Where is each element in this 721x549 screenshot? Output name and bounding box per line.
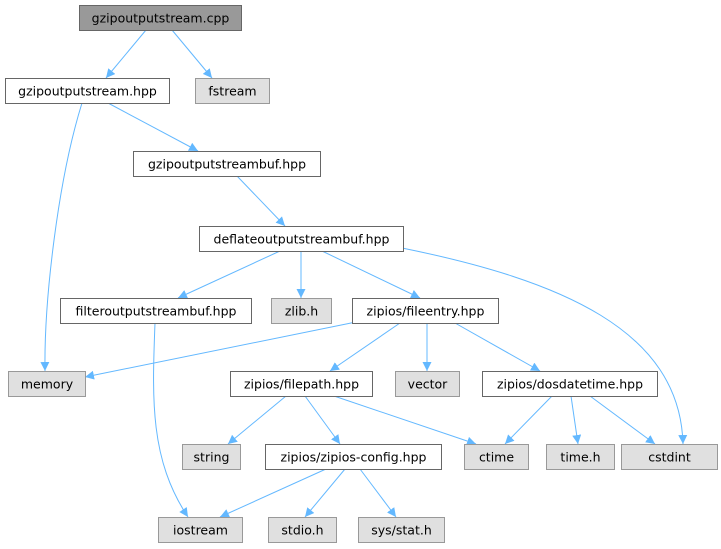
edge-gzipoutputstreambuf-hpp-to-deflateoutputstreambuf-hpp [236,175,286,227]
node-zlib-h: zlib.h [271,298,332,324]
edges-layer [40,29,688,518]
node-label: memory [21,377,74,392]
node-label: sys/stat.h [371,523,432,538]
node-cstdint: cstdint [621,444,718,470]
node-box [158,517,243,543]
edge-zipios-config-hpp-to-iostream [219,468,327,518]
node-vector: vector [395,371,460,397]
node-label: filteroutputstreambuf.hpp [76,304,237,319]
edge-filepath-hpp-to-zipios-config-hpp [304,395,341,445]
edge-deflateoutputstreambuf-hpp-to-fileentry-hpp [321,250,421,299]
node-box [621,444,718,470]
edge-filepath-hpp-to-ctime [333,395,477,446]
edge-deflateoutputstreambuf-hpp-to-cstdint [401,247,688,445]
node-ctime: ctime [464,444,529,470]
edge-gzipoutputstream-cpp-to-fstream [171,29,213,79]
node-box [482,371,658,397]
node-box [5,78,170,104]
node-memory: memory [8,371,86,397]
node-label: time.h [560,450,600,465]
node-label: vector [408,377,449,392]
node-box [358,517,445,543]
node-fileentry-hpp[interactable]: zipios/fileentry.hpp [352,298,499,324]
node-gzipoutputstream-hpp[interactable]: gzipoutputstream.hpp [5,78,170,104]
node-box [60,298,252,324]
node-label: iostream [173,523,228,538]
node-string: string [182,444,241,470]
node-stdio-h: stdio.h [268,517,337,543]
node-box [195,78,270,104]
edge-fileentry-hpp-to-memory [84,321,357,380]
edge-zipios-config-hpp-to-sys-stat-h [359,468,397,518]
node-iostream: iostream [158,517,243,543]
node-box [271,298,332,324]
node-box [546,444,615,470]
edge-filepath-hpp-to-string [227,395,287,445]
node-box [230,371,373,397]
node-box [182,444,241,470]
node-filepath-hpp[interactable]: zipios/filepath.hpp [230,371,373,397]
node-gzipoutputstreambuf-hpp[interactable]: gzipoutputstreambuf.hpp [133,151,321,177]
node-label: gzipoutputstreambuf.hpp [148,157,306,172]
edge-fileentry-hpp-to-filepath-hpp [329,322,401,372]
node-fstream: fstream [195,78,270,104]
edge-dosdatetime-hpp-to-ctime [504,395,553,445]
edge-fileentry-hpp-to-dosdatetime-hpp [454,322,541,372]
node-label: fstream [208,84,256,99]
edge-gzipoutputstream-hpp-to-gzipoutputstreambuf-hpp [107,102,199,152]
node-label: zipios/zipios-config.hpp [281,450,427,465]
edge-zipios-config-hpp-to-stdio-h [304,468,346,518]
node-deflateoutputstreambuf-hpp[interactable]: deflateoutputstreambuf.hpp [199,226,404,252]
node-box [8,371,86,397]
node-sys-stat-h: sys/stat.h [358,517,445,543]
node-label: cstdint [648,450,691,465]
node-filteroutputstreambuf-hpp[interactable]: filteroutputstreambuf.hpp [60,298,252,324]
node-gzipoutputstream-cpp[interactable]: gzipoutputstream.cpp [79,5,242,31]
node-label: zlib.h [285,304,318,319]
edge-filteroutputstreambuf-hpp-to-iostream [153,322,189,518]
node-label: zipios/fileentry.hpp [367,304,485,319]
node-label: zipios/filepath.hpp [244,377,359,392]
node-label: gzipoutputstream.cpp [92,11,230,26]
node-label: deflateoutputstreambuf.hpp [214,232,390,247]
node-box [395,371,460,397]
node-label: zipios/dosdatetime.hpp [497,377,643,392]
node-label: gzipoutputstream.hpp [18,84,157,99]
edge-deflateoutputstreambuf-hpp-to-filteroutputstreambuf-hpp [177,250,281,299]
nodes-layer: gzipoutputstream.cpp gzipoutputstream.hpp… [5,5,718,543]
node-label: string [194,450,230,465]
node-box [133,151,321,177]
node-time-h: time.h [546,444,615,470]
node-box [265,444,442,470]
edge-gzipoutputstream-hpp-to-memory [40,102,83,372]
edge-dosdatetime-hpp-to-time-h [570,395,582,445]
node-label: stdio.h [281,523,323,538]
node-box [464,444,529,470]
edge-gzipoutputstream-cpp-to-gzipoutputstream-hpp [105,29,147,79]
node-box [268,517,337,543]
node-zipios-config-hpp[interactable]: zipios/zipios-config.hpp [265,444,442,470]
node-label: ctime [479,450,514,465]
node-dosdatetime-hpp[interactable]: zipios/dosdatetime.hpp [482,371,658,397]
edge-dosdatetime-hpp-to-cstdint [589,395,656,445]
node-box [352,298,499,324]
node-box [79,5,242,31]
node-box [199,226,404,252]
